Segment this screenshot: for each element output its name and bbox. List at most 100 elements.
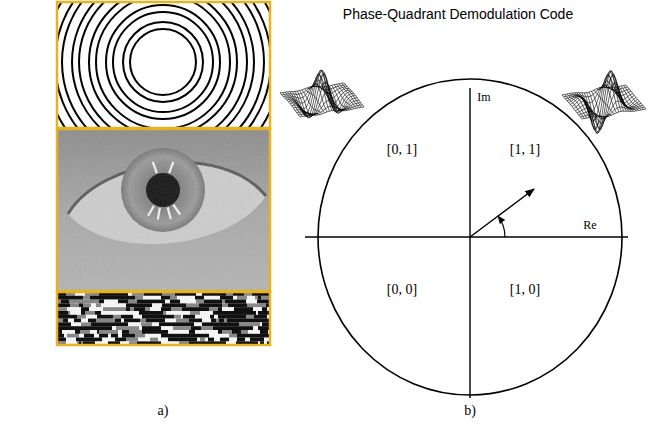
code-bit — [78, 326, 87, 330]
phase-angle-arc — [498, 216, 505, 237]
eye-skin — [57, 129, 270, 291]
code-bit — [211, 319, 216, 323]
code-bit — [231, 319, 242, 323]
code-bit — [121, 319, 124, 323]
code-bit — [234, 311, 244, 315]
code-bit — [158, 338, 168, 342]
code-bit — [258, 326, 267, 330]
code-bit — [154, 296, 161, 300]
phasor-arrow — [470, 189, 534, 237]
code-bit — [170, 296, 177, 300]
code-bit — [229, 338, 237, 342]
code-bit — [177, 296, 181, 300]
mesh-line — [280, 93, 300, 117]
code-bit — [254, 315, 265, 319]
code-bit — [237, 296, 247, 300]
panel-label: b) — [464, 403, 476, 418]
code-bit — [115, 315, 121, 319]
code-bit — [112, 322, 121, 326]
code-bit — [98, 338, 102, 342]
ring — [79, 2, 247, 128]
code-bit — [118, 330, 122, 334]
code-bit — [210, 322, 222, 326]
code-bit — [222, 338, 229, 342]
odd-wavelet-surface — [562, 71, 646, 134]
code-bit — [81, 319, 88, 323]
code-bit — [145, 334, 148, 338]
code-bit — [106, 303, 116, 307]
code-bit — [124, 319, 129, 323]
code-bit — [144, 311, 146, 315]
code-bit — [233, 296, 237, 300]
code-bit — [96, 319, 104, 323]
mesh-line — [574, 93, 594, 117]
code-bit — [224, 326, 227, 330]
mesh-line — [594, 90, 614, 114]
code-bit — [222, 303, 228, 307]
code-bit — [202, 319, 211, 323]
code-bit — [129, 311, 139, 315]
code-bit — [116, 326, 127, 330]
code-bit — [241, 303, 247, 307]
code-bit — [193, 296, 195, 300]
code-bit — [234, 315, 246, 319]
code-bit — [61, 322, 71, 326]
code-bit — [183, 300, 196, 304]
code-bit — [69, 300, 79, 304]
code-bit — [204, 296, 215, 300]
mesh-line — [307, 83, 327, 112]
code-bit — [81, 311, 85, 315]
code-bit — [213, 311, 223, 315]
mesh-line — [574, 75, 638, 133]
code-bit — [102, 338, 115, 342]
code-bit — [250, 338, 259, 342]
code-bit — [147, 300, 155, 304]
code-bit — [127, 326, 136, 330]
code-bit — [262, 307, 267, 311]
code-bit — [85, 311, 95, 315]
code-bit — [67, 334, 79, 338]
mesh-line — [579, 93, 599, 117]
eye-image — [57, 129, 270, 291]
code-bit — [255, 334, 266, 338]
code-bit — [237, 322, 239, 326]
code-bit — [234, 307, 242, 311]
code-bit — [155, 300, 165, 304]
code-bit — [103, 315, 113, 319]
code-bit — [220, 296, 233, 300]
code-bit — [57, 311, 68, 315]
code-bit — [190, 311, 200, 315]
mesh-line — [606, 82, 626, 111]
code-bit — [69, 326, 78, 330]
code-bit — [222, 307, 227, 311]
code-bit — [199, 303, 208, 307]
code-bit — [121, 315, 130, 319]
code-bit — [195, 296, 204, 300]
code-bit — [128, 300, 137, 304]
code-bit — [67, 300, 69, 304]
code-bit — [159, 319, 165, 323]
code-bit — [67, 296, 77, 300]
code-bit — [152, 296, 154, 300]
code-bit — [247, 296, 255, 300]
code-bit — [140, 319, 146, 323]
panel-label: a) — [158, 403, 169, 418]
code-bit — [215, 300, 222, 304]
ring — [130, 29, 196, 95]
code-bit — [220, 315, 225, 319]
code-bit — [112, 296, 117, 300]
code-bit — [142, 326, 153, 330]
code-bit — [95, 311, 101, 315]
code-bit — [177, 326, 182, 330]
code-bit — [237, 338, 245, 342]
code-bit — [256, 303, 266, 307]
ring — [96, 2, 230, 128]
ring — [89, 2, 237, 128]
code-bit — [227, 307, 234, 311]
code-bit — [124, 296, 135, 300]
code-bit — [253, 307, 262, 311]
code-bit — [57, 296, 67, 300]
code-bit — [259, 338, 264, 342]
